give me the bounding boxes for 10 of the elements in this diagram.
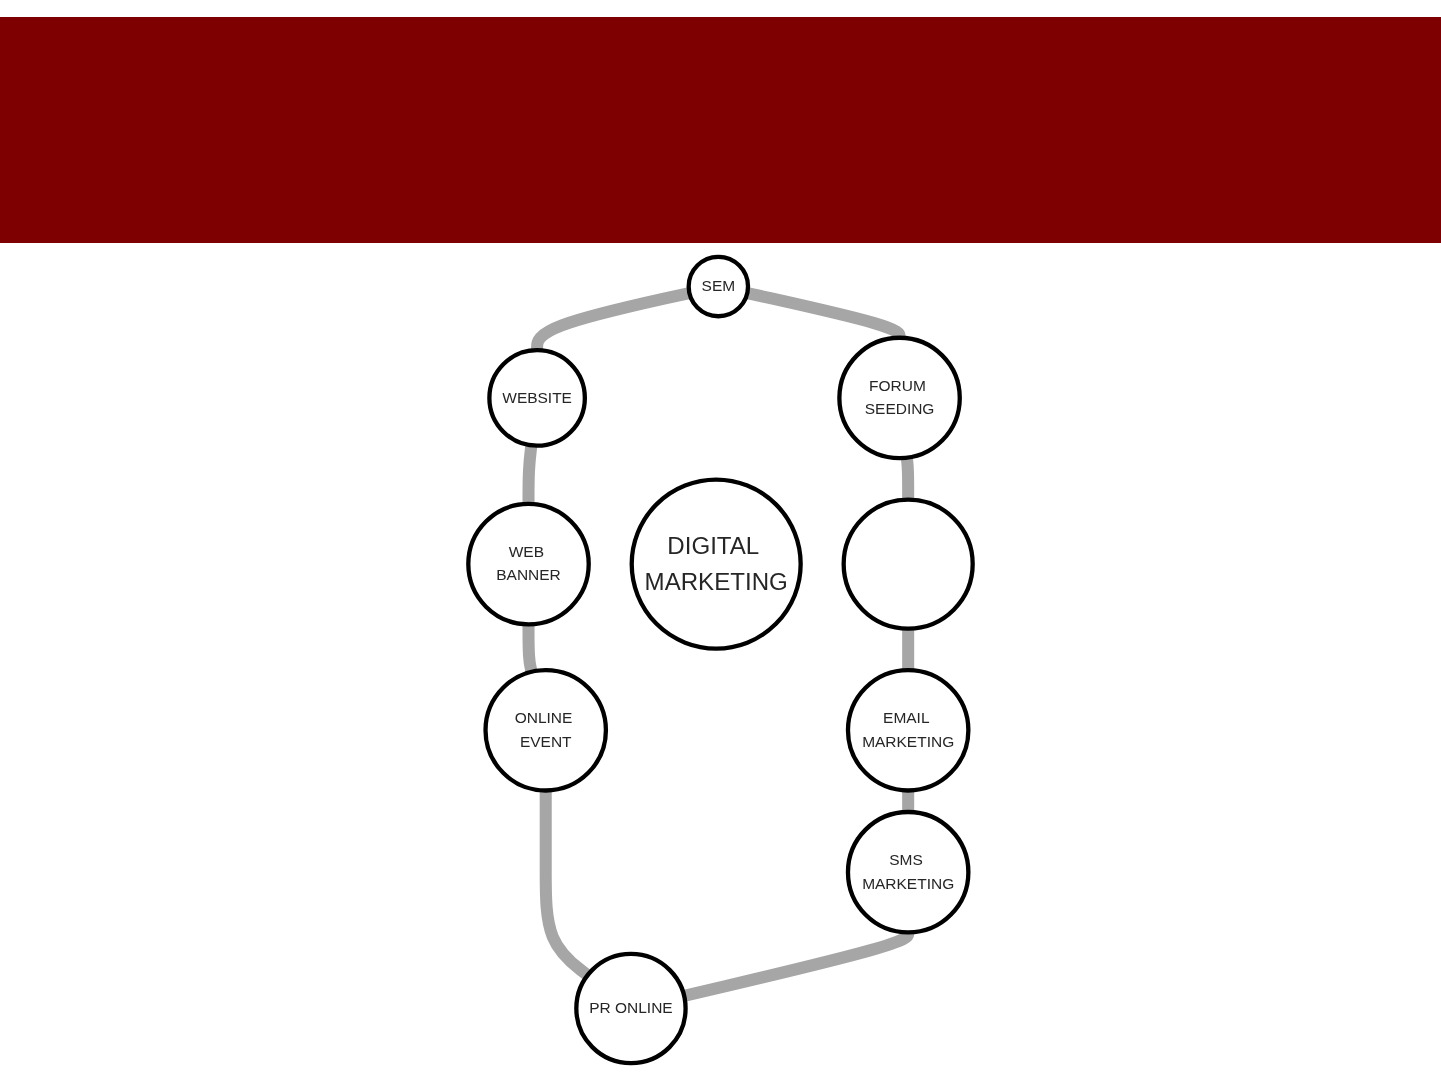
node-circle: DIGITAL MARKETING bbox=[629, 477, 803, 651]
node-circle: SEM bbox=[686, 254, 751, 319]
node-circle: FORUM SEEDING bbox=[837, 335, 962, 461]
node-circle: WEBSITE bbox=[487, 348, 587, 448]
node-circle: PR ONLINE bbox=[574, 951, 688, 1066]
node-circle bbox=[841, 497, 975, 631]
node-circle: EMAIL MARKETING bbox=[845, 667, 971, 793]
node-circle: SMS MARKETING bbox=[845, 809, 971, 935]
node-circle: WEB BANNER bbox=[466, 501, 591, 627]
node-circle: ONLINE EVENT bbox=[483, 667, 609, 793]
